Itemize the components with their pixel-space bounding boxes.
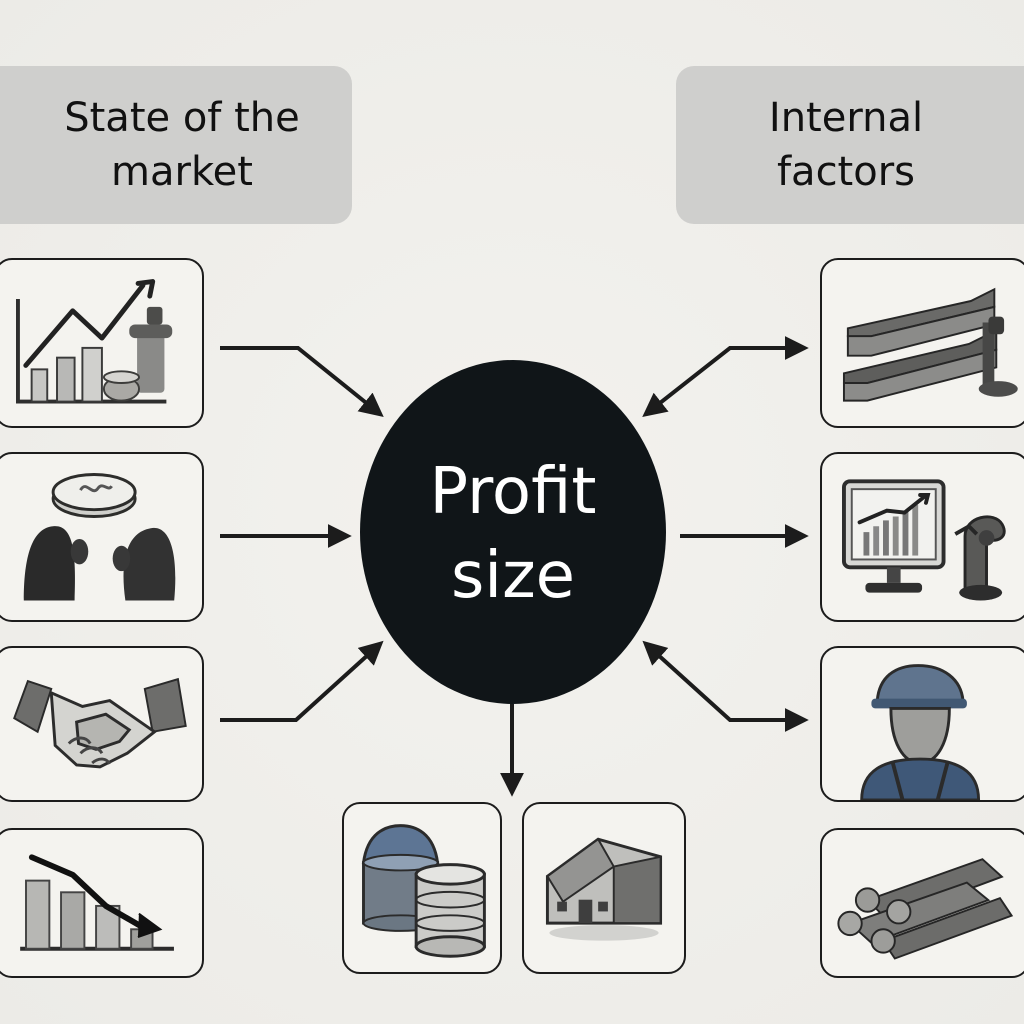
storage-tanks-icon	[361, 824, 486, 958]
profit-size-label: Profit size	[429, 455, 597, 613]
profit-size-node: Profit size	[360, 360, 666, 704]
warehouse-card	[522, 802, 686, 974]
handshake-icon	[13, 677, 187, 769]
handshake-card	[0, 646, 204, 802]
metal-beams-icon	[842, 287, 1018, 402]
right-arrow-3	[642, 640, 809, 732]
left-category-label: State of the market	[64, 95, 300, 195]
worker-card	[820, 646, 1024, 802]
declining-chart-icon	[20, 854, 174, 951]
logs-icon	[837, 858, 1014, 960]
worker-with-helmet-icon	[860, 664, 981, 800]
market-competition-card	[0, 452, 204, 622]
right-arrow-1	[642, 336, 809, 417]
right-category-header: Internal factors	[676, 66, 1024, 224]
monitor-chart-card	[820, 452, 1024, 622]
warehouse-icon	[545, 837, 663, 941]
left-arrow-1	[220, 346, 384, 418]
monitor-with-chart-and-robot-arm-icon	[842, 479, 1006, 601]
right-category-label: Internal factors	[768, 95, 924, 195]
left-category-header: State of the market	[0, 66, 352, 224]
declining-chart-card	[0, 828, 204, 978]
market-growth-chart-icon	[16, 279, 173, 404]
metal-beams-card	[820, 258, 1024, 428]
left-arrow-3	[220, 640, 384, 722]
storage-tanks-card	[342, 802, 502, 974]
market-competition-icon	[23, 473, 176, 601]
market-growth-card	[0, 258, 204, 428]
logs-card	[820, 828, 1024, 978]
